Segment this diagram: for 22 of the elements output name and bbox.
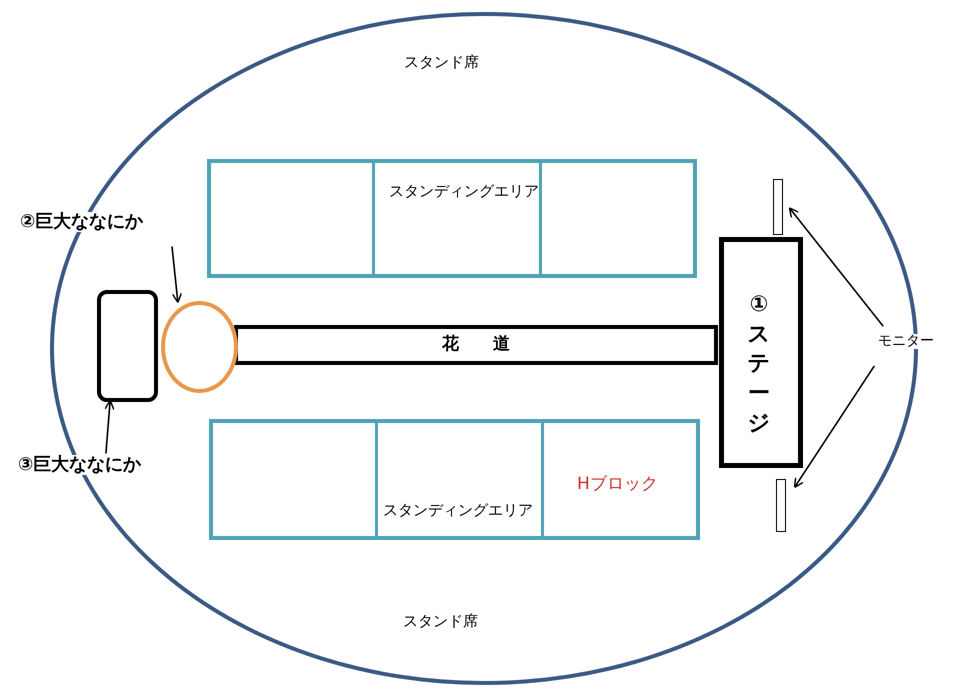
callout-label: ②巨大ななにか xyxy=(20,212,144,232)
stage-box xyxy=(719,237,803,468)
callout-label: モニター xyxy=(878,334,934,350)
runway-box xyxy=(234,325,718,365)
section-label: スタンド席 xyxy=(403,613,478,630)
arrow xyxy=(171,246,182,304)
callout-label: ③巨大ななにか xyxy=(18,455,142,475)
monitor-bar xyxy=(776,479,786,532)
standing-area-box xyxy=(207,159,697,278)
section-label: スタンド席 xyxy=(404,54,479,70)
stage-label: ①ステージ xyxy=(746,291,772,438)
circle-shape xyxy=(161,301,238,393)
rounded-box xyxy=(97,290,158,402)
arrow xyxy=(788,207,884,327)
arrow xyxy=(794,365,875,488)
area-label: スタンディングエリア xyxy=(383,502,533,518)
monitor-bar xyxy=(773,179,783,235)
standing-area-box xyxy=(209,419,700,540)
runway-label: 花 道 xyxy=(440,335,511,354)
area-label: スタンディングエリア xyxy=(389,183,539,200)
area-label: Hブロック xyxy=(577,475,658,494)
arrow xyxy=(104,400,115,454)
